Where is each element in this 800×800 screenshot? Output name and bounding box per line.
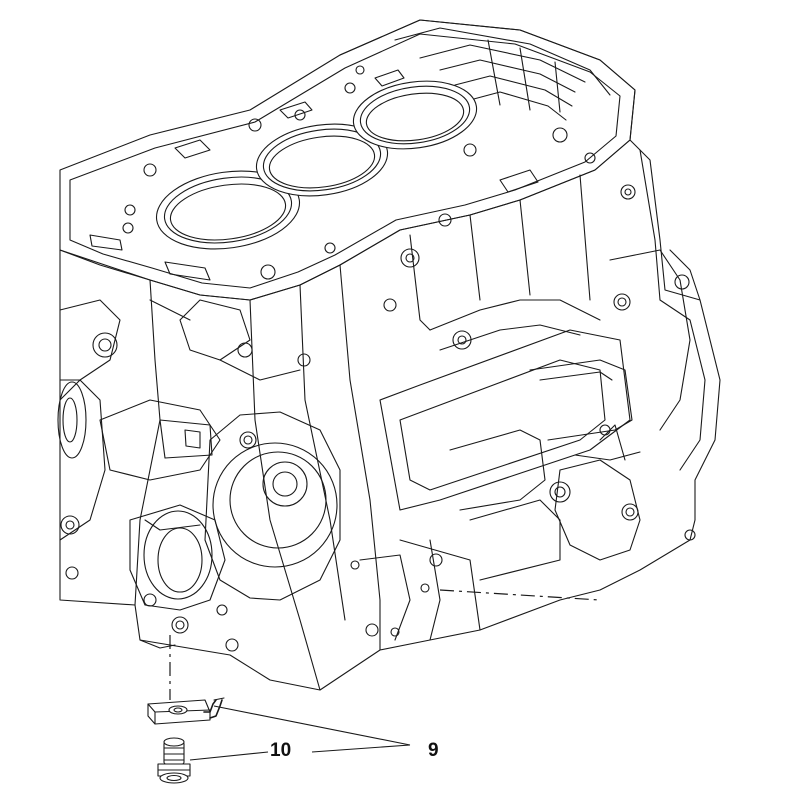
cylinder-bores [155, 80, 478, 250]
callout-9: 9 [428, 740, 439, 761]
deck-bolt-holes [89, 65, 596, 281]
cylinder-bore-2 [255, 123, 389, 197]
cylinder-bore-3 [352, 80, 478, 150]
cylinder-bore-1 [155, 170, 301, 250]
leader-lines [189, 705, 411, 761]
bolt-part-10 [157, 737, 191, 784]
front-face-details [57, 222, 341, 652]
oil-jet-nozzle-part-9 [147, 697, 225, 725]
installation-centerlines [169, 589, 601, 700]
block-body [59, 139, 721, 691]
callout-10: 10 [270, 740, 291, 761]
